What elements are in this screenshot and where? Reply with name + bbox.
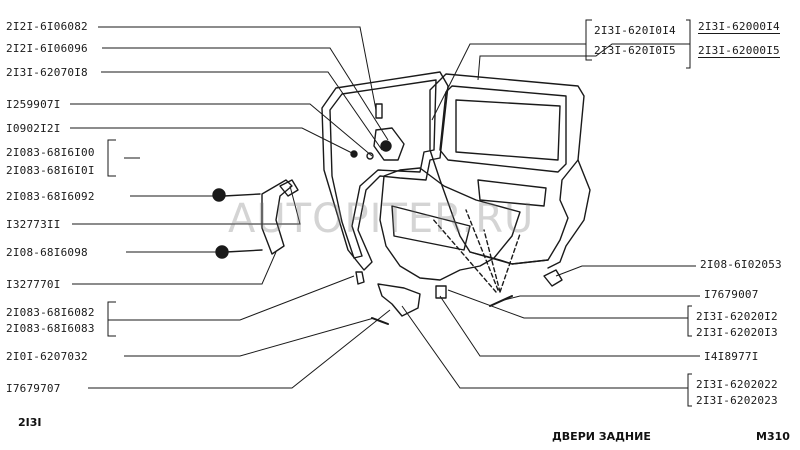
leader-2 (102, 47, 389, 141)
part-label: 2I0I-6207032 (6, 350, 88, 363)
part-label: 2I3I-620I0I4 (594, 24, 676, 37)
armrest-pad (377, 283, 421, 317)
part-label: 2I2I-6I06082 (6, 20, 88, 33)
leader-11 (108, 275, 355, 321)
leader-r3 (555, 265, 696, 277)
part-label: 2I3I-62000I5 (698, 44, 780, 58)
leader-5 (70, 127, 355, 155)
part-label: 2I2I-6I06096 (6, 42, 88, 55)
bracket-right-4 (687, 373, 692, 407)
part-label: 2I3I-62070I8 (6, 66, 88, 79)
leader-r6 (439, 295, 700, 357)
clip-small (355, 271, 365, 285)
bracket-left-2 (107, 301, 116, 337)
part-label: I7679007 (704, 288, 759, 301)
part-label: 2I083-68I6I0I (6, 164, 95, 177)
part-label: I259907I (6, 98, 61, 111)
diagram-code: M310 (756, 430, 790, 443)
part-label: 2I3I-62020I2 (696, 310, 778, 323)
model-code: 2I3I (18, 416, 42, 429)
leader-13 (88, 309, 391, 389)
leader-r4 (503, 295, 700, 301)
part-label: 2I3I-62020I3 (696, 326, 778, 339)
bracket-left-1 (107, 139, 116, 177)
door-lower-edge (469, 251, 549, 265)
hinge-plate (373, 127, 405, 161)
leader-10 (72, 251, 277, 285)
part-label: I7679707 (6, 382, 61, 395)
part-label: 2I3I-6202022 (696, 378, 778, 391)
leader-r5 (447, 289, 688, 319)
door-frame-right-edge (547, 159, 591, 269)
watermark: AUTOPITER.RU (228, 196, 535, 242)
part-label: 2I3I-62000I4 (698, 20, 780, 34)
part-label: 2I08-68I6098 (6, 246, 88, 259)
part-label: 2I083-68I6I00 (6, 146, 95, 159)
door-panel-inner (329, 79, 437, 259)
part-label: 2I3I-6202023 (696, 394, 778, 407)
diagram-title: ДВЕРИ ЗАДНИЕ (552, 430, 651, 443)
window-glass-inner (455, 99, 561, 161)
bracket-right-1 (585, 19, 592, 61)
leader-12 (124, 317, 375, 357)
part-label: 2I083-68I6083 (6, 322, 95, 335)
door-lock-box (477, 179, 547, 207)
part-label: I0902I2I (6, 122, 61, 135)
part-label: 2I083-68I6092 (6, 190, 95, 203)
leader-4 (70, 103, 373, 157)
window-glass (439, 85, 567, 173)
leader-3 (101, 71, 383, 151)
leader-8 (72, 185, 301, 225)
part-label: 2I3I-620I0I5 (594, 44, 676, 57)
door-frame-window (429, 73, 585, 265)
bracket-right-3 (687, 305, 692, 337)
door-panel-outer (321, 71, 449, 271)
trim-panel-pocket (391, 205, 471, 251)
leader-r7 (401, 305, 688, 389)
part-label: 2I083-68I6082 (6, 306, 95, 319)
door-bumper-stop (543, 269, 563, 287)
leader-r1 (431, 43, 586, 121)
bracket-right-2 (686, 19, 691, 69)
pull-handle-cap (279, 179, 299, 197)
armrest-clip (435, 285, 447, 299)
part-label: I4I8977I (704, 350, 759, 363)
part-label: 2I08-6I02053 (700, 258, 782, 271)
part-label: I327770I (6, 278, 61, 291)
leader-r2 (477, 43, 690, 81)
part-label: I32773II (6, 218, 61, 231)
leader-1 (98, 26, 377, 111)
